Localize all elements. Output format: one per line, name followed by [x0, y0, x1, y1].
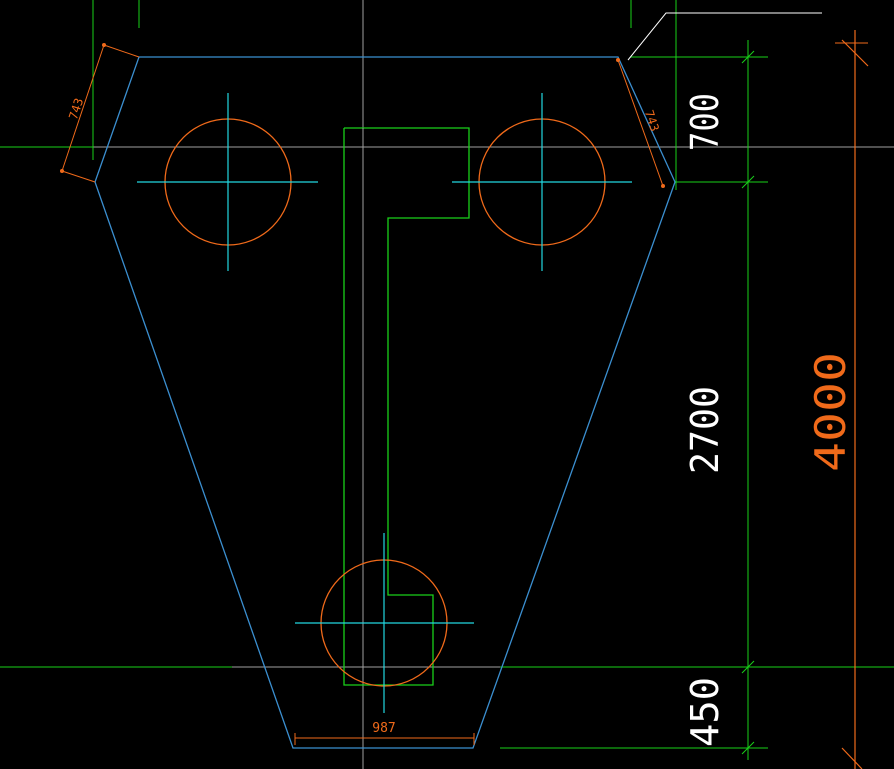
dim-tick	[616, 58, 620, 62]
dim-tick-2700	[741, 660, 755, 674]
dim-top-left-edge[interactable]: 743	[60, 43, 140, 183]
reference-lines	[0, 0, 894, 749]
dim-tick-700	[741, 175, 755, 189]
pile-top-right[interactable]	[452, 93, 632, 271]
footing-outline[interactable]	[94, 56, 676, 749]
dim-line	[61, 44, 105, 172]
dim-label-450: 450	[683, 677, 727, 747]
dim-ext-1	[103, 44, 140, 58]
dim-top-right-edge[interactable]: 743	[616, 58, 665, 188]
dim-label-4000: 4000	[806, 352, 855, 472]
dim-ext-2	[61, 170, 96, 183]
dim-tick-top	[841, 39, 869, 67]
dim-label: 743	[642, 108, 662, 133]
dim-tick-top	[741, 50, 755, 64]
pile-bottom-center[interactable]	[295, 533, 474, 713]
leader-line	[627, 12, 822, 61]
dim-label-700: 700	[683, 93, 727, 151]
dim-label: 987	[372, 721, 395, 736]
dim-label-2700: 2700	[683, 386, 727, 474]
dim-tick	[60, 169, 64, 173]
pile-top-left[interactable]	[137, 93, 318, 271]
dim-line	[617, 59, 664, 187]
dim-vertical-chain[interactable]	[741, 40, 755, 760]
dim-tick	[102, 43, 106, 47]
dim-bottom-width[interactable]: 987	[294, 721, 475, 745]
dim-label: 743	[66, 96, 86, 121]
dim-tick-bottom	[841, 747, 863, 769]
dim-tick-bottom	[741, 741, 755, 755]
dim-overall-height[interactable]	[841, 30, 869, 769]
dim-tick	[661, 184, 665, 188]
